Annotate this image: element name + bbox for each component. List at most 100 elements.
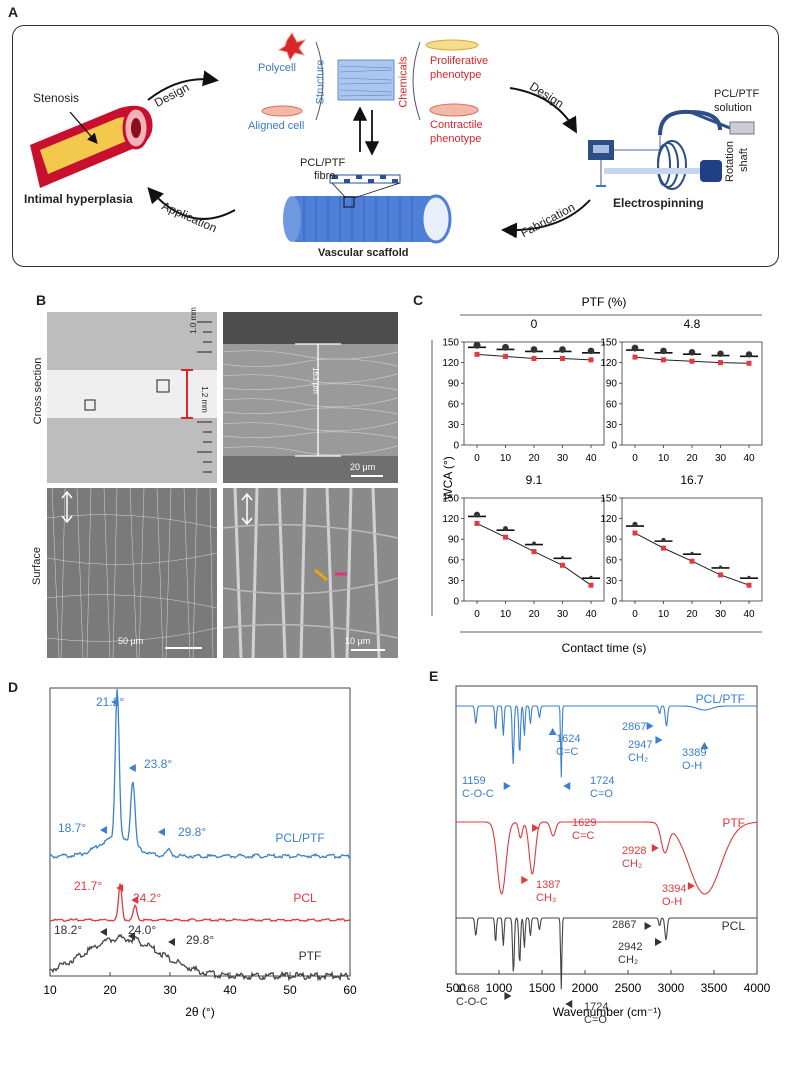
chart-e-band-marker (521, 876, 529, 884)
chart-c-xtick-label: 10 (500, 453, 512, 464)
chart-e-band-wavenumber: 1159 (462, 775, 486, 787)
chart-c-xtick-label: 20 (686, 453, 698, 464)
chart-c-ytick-label: 120 (442, 514, 459, 525)
chart-c-data-point (503, 353, 508, 359)
chart-c-ytick-label: 90 (448, 535, 460, 546)
chart-e-legend-ptf: PTF (722, 816, 745, 830)
chart-d-peak-label: 21.7° (74, 879, 102, 893)
chart-e-band-group: O-H (682, 760, 702, 772)
label-pcl-ptf-solution: PCL/PTF (714, 88, 760, 100)
chart-c-series-0-label: 0 (531, 317, 538, 331)
chart-e-series-ptf (456, 821, 758, 895)
chart-e-band-wavenumber: 3394 (662, 883, 686, 895)
sem-surface-high (223, 488, 398, 658)
chart-e-band-marker (565, 1000, 573, 1008)
sem-surface-low (47, 488, 217, 658)
label-chemicals: Chemicals (397, 56, 410, 108)
label-proliferative-phenotype: phenotype (430, 69, 482, 81)
chart-d-peak-label: 21.2° (96, 695, 124, 709)
chart-c-xtick-label: 10 (658, 609, 670, 620)
chart-e-xtick-label: 3000 (658, 981, 685, 995)
chart-c-xtick-label: 0 (474, 453, 480, 464)
chart-e-band-marker (563, 782, 571, 790)
chart-c-xlabel: Contact time (s) (562, 641, 647, 655)
chart-c-ytick-label: 30 (448, 420, 460, 431)
chart-c-ytick-label: 90 (448, 379, 460, 390)
chart-d-peak-marker (128, 932, 135, 940)
chart-c-xtick-label: 0 (632, 609, 638, 620)
chart-d-peak-marker (128, 764, 136, 772)
chart-e-band-marker (504, 992, 512, 1000)
chart-c-panel-frame (621, 497, 763, 602)
scale-10um: 10 μm (345, 636, 371, 646)
chart-c-data-point (689, 558, 695, 564)
chart-c-ytick-label: 150 (600, 338, 617, 349)
chart-c-ytick-label: 150 (442, 494, 459, 505)
label-fibre: PCL/PTF (300, 157, 346, 169)
scale-20um: 20 μm (350, 462, 376, 472)
chart-e-band-wavenumber: 2867 (622, 721, 646, 733)
chart-c-xtick-label: 40 (743, 453, 755, 464)
chart-e-band-group: O-H (662, 896, 682, 908)
chart-d-peak-label: 29.8° (178, 825, 206, 839)
chart-c-ytick-label: 30 (606, 576, 618, 587)
chart-c-ylabel: WCA (°) (441, 456, 455, 499)
chart-d-peak-marker (158, 828, 165, 836)
chart-c-ytick-label: 0 (611, 597, 617, 608)
chart-d-peak-label: 18.2° (54, 923, 82, 937)
chart-c-droplet (473, 511, 481, 518)
label-solution: solution (714, 102, 752, 114)
chart-d-peak-marker (116, 884, 124, 892)
chart-c-droplet (589, 575, 593, 579)
chart-c-droplet (503, 526, 508, 532)
scaffold-illustration (283, 182, 452, 244)
chart-e-frame (455, 685, 758, 975)
chart-c-xtick-label: 20 (686, 609, 698, 620)
chart-c-droplet (717, 350, 724, 357)
chart-e-band-group: CH₂ (628, 752, 648, 764)
chart-c-ytick-label: 60 (606, 555, 618, 566)
chart-e-band-wavenumber: 2947 (628, 739, 652, 751)
chart-c-xtick-label: 10 (658, 453, 670, 464)
chart-c-data-point (718, 360, 723, 366)
label-surface: Surface (31, 547, 43, 585)
chart-e-band-marker (655, 938, 663, 946)
chart-c-ytick-label: 60 (448, 555, 460, 566)
chart-e-band-marker (646, 722, 654, 730)
chart-c-title: PTF (%) (582, 295, 627, 309)
electrospinning-illustration (588, 109, 755, 190)
chart-e-xtick-label: 1500 (529, 981, 556, 995)
chart-c-data-point (588, 582, 594, 588)
chart-d-series-pcl-ptf (49, 689, 351, 860)
chart-c-xtick-label: 20 (528, 609, 540, 620)
label-fibre-2: fibre (314, 170, 336, 182)
chart-c-droplet (660, 347, 667, 355)
label-shaft: shaft (738, 148, 750, 172)
label-contractile-phenotype: phenotype (430, 133, 482, 145)
chart-d-xlabel: 2θ (°) (185, 1005, 214, 1019)
panel-label-b: B (36, 292, 47, 308)
chart-c-data-point (661, 545, 666, 551)
chart-c-series-line (476, 522, 592, 586)
label-rotation: Rotation (724, 141, 736, 182)
label-contractile: Contractile (430, 119, 483, 131)
chart-e-band-wavenumber: 1629 (572, 817, 596, 829)
chart-c-ytick-label: 0 (453, 597, 459, 608)
chart-e-legend-pcl: PCL (722, 919, 746, 933)
chart-c-ytick-label: 120 (600, 514, 617, 525)
chart-e-band-group: C-O-C (456, 996, 488, 1008)
chart-e-band-marker (644, 922, 652, 930)
chart-c-droplet (661, 537, 666, 542)
chart-e-xlabel: Wavenumber (cm⁻¹) (553, 1005, 662, 1019)
chart-c-ytick-label: 120 (600, 358, 617, 369)
chart-d-xtick-label: 60 (343, 983, 357, 997)
chart-c-droplet (532, 541, 536, 546)
chart-c-series-1-label: 4.8 (684, 317, 701, 331)
chart-e-xtick-label: 2500 (615, 981, 642, 995)
chart-c-xtick-label: 40 (585, 453, 597, 464)
chart-c-data-point (503, 534, 508, 540)
chart-c-droplet (745, 351, 753, 358)
chart-c-droplet (631, 344, 639, 352)
chart-c-droplet (473, 341, 481, 349)
chart-e-band-wavenumber: 1624 (556, 733, 580, 745)
